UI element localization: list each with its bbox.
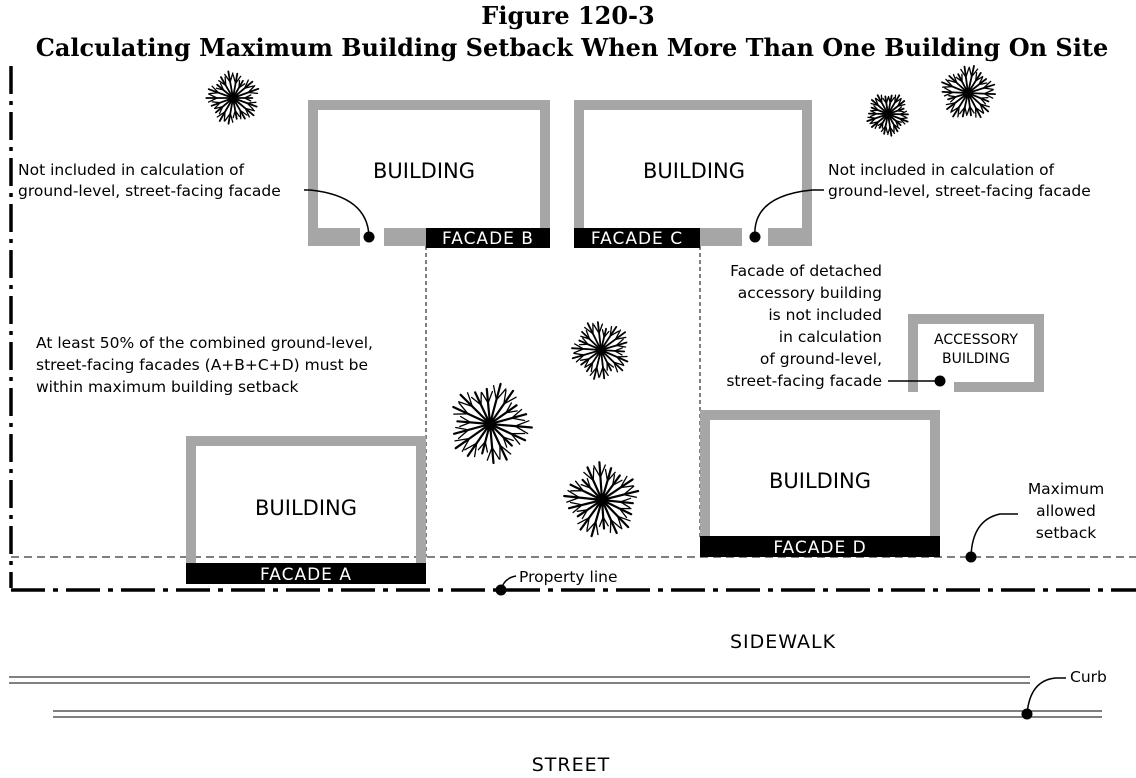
building-top-left: FACADE B BUILDING [304, 100, 550, 249]
figure-number: Figure 120-3 [481, 1, 654, 30]
excluded-left-note-1: Not included in calculation of [18, 161, 245, 179]
accessory-label-1: ACCESSORY [934, 332, 1018, 348]
tree-icon [452, 382, 533, 465]
building-bottom-right-label: BUILDING [769, 469, 871, 493]
trees [205, 65, 996, 538]
facade-d [700, 536, 940, 557]
sidewalk-label: SIDEWALK [730, 631, 836, 653]
excluded-left-leader [304, 189, 370, 238]
building-top-left-label: BUILDING [373, 159, 475, 183]
accessory-note-6: street-facing facade [726, 372, 882, 390]
tree-icon [941, 65, 996, 119]
facade-c [574, 228, 700, 248]
combined-note-3: within maximum building setback [36, 378, 299, 396]
building-top-right-label: BUILDING [643, 159, 745, 183]
facade-a-label: FACADE A [260, 565, 352, 585]
excluded-right-note-2: ground-level, street-facing facade [828, 182, 1091, 200]
max-setback-label-1: Maximum [1028, 480, 1104, 498]
facade-a [186, 563, 426, 584]
accessory-label-2: BUILDING [942, 351, 1010, 367]
accessory-note-3: is not included [768, 306, 882, 324]
building-bottom-right: FACADE D BUILDING [700, 410, 940, 558]
tree-icon [866, 94, 909, 137]
building-top-right: FACADE C BUILDING [574, 100, 824, 249]
tree-icon [563, 461, 640, 538]
accessory-note-5: of ground-level, [760, 350, 882, 368]
building-bottom-left: FACADE A BUILDING [186, 436, 426, 585]
figure-title: Calculating Maximum Building Setback Whe… [36, 33, 1108, 62]
excluded-right-note-1: Not included in calculation of [828, 161, 1055, 179]
max-setback-leader [970, 513, 1018, 558]
building-bottom-left-label: BUILDING [255, 496, 357, 520]
curb-label: Curb [1070, 668, 1107, 686]
tree-icon [205, 70, 260, 125]
accessory-building: ACCESSORY BUILDING [888, 314, 1044, 392]
combined-note-2: street-facing facades (A+B+C+D) must be [36, 356, 368, 374]
property-line-label: Property line [519, 568, 618, 586]
accessory-note-1: Facade of detached [730, 262, 882, 280]
property-line-leader [500, 575, 517, 591]
excluded-right-leader [754, 189, 824, 238]
facade-c-label: FACADE C [591, 229, 683, 249]
accessory-note-4: in calculation [779, 328, 882, 346]
facade-d-label: FACADE D [773, 538, 866, 558]
excluded-left-note-2: ground-level, street-facing facade [18, 182, 281, 200]
tree-icon [571, 321, 629, 380]
max-setback-label-2: allowed [1036, 502, 1096, 520]
curb-leader [1026, 677, 1066, 715]
accessory-note-2: accessory building [738, 284, 882, 302]
max-setback-label-3: setback [1036, 524, 1097, 542]
facade-b-label: FACADE B [442, 229, 534, 249]
combined-note-1: At least 50% of the combined ground-leve… [36, 334, 373, 352]
street-label: STREET [532, 754, 610, 776]
facade-b [426, 228, 550, 248]
